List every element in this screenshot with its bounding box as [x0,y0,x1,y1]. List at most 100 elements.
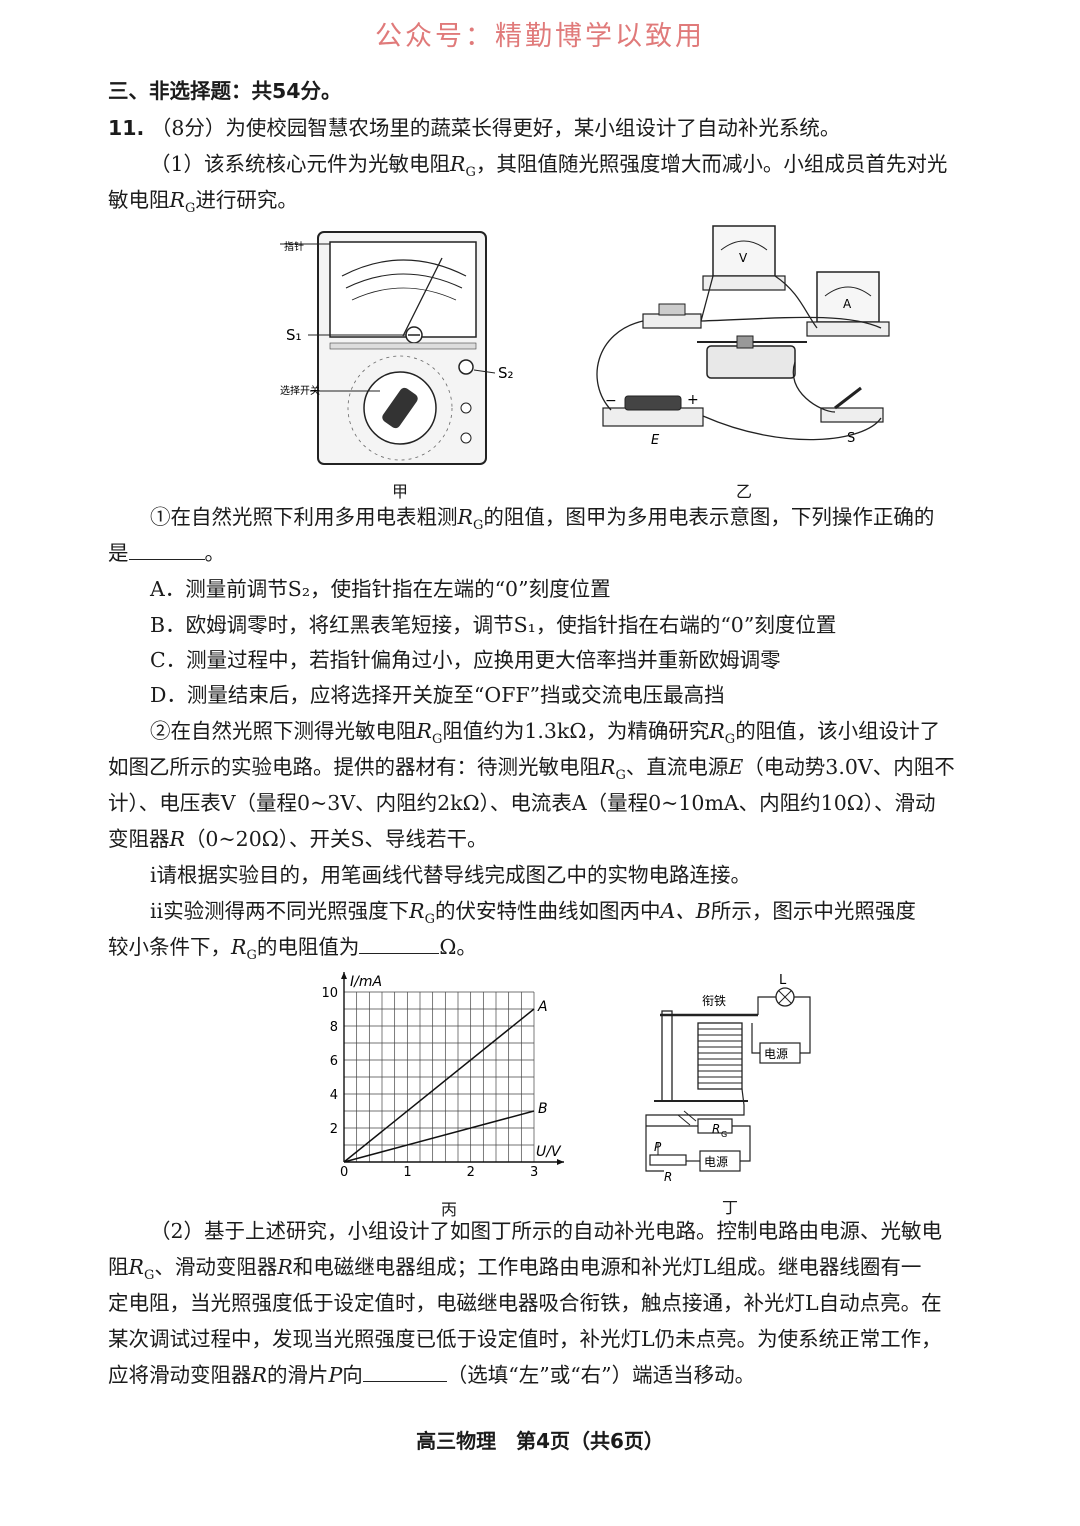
battery-letter: E [651,433,660,448]
x-tick-label: 1 [403,1165,411,1180]
y-tick-label: 10 [321,986,338,1001]
part1-line2: 敏电阻RG进行研究。 [108,187,988,222]
text-span: ，其阻值随光照强度增大而减小。小组成员首先对光 [475,152,948,176]
symbol-e: E [728,755,744,779]
part2-line1: （2）基于上述研究，小组设计了如图丁所示的自动补光电路。控制电路由电源、光敏电 [150,1219,943,1243]
fig-yi-caption: 乙 [736,482,753,501]
photoresistor-icon [642,313,702,329]
text-span: 的伏安特性曲线如图丙中 [434,899,661,923]
x-tick-label: 3 [530,1165,538,1180]
text-span: （1）该系统核心元件为光敏电阻 [150,152,451,176]
armature-label: 衔铁 [702,994,726,1008]
symbol-r: R [251,1363,267,1387]
x-tick-label: 0 [340,1165,348,1180]
subscript-g: G [465,165,476,181]
answer-blank-1[interactable] [128,541,205,560]
text-span: ⅱ实验测得两不同光照强度下 [150,899,410,923]
rheostat-icon [706,345,796,379]
part1-line1: （1）该系统核心元件为光敏电阻RG，其阻值随光照强度增大而减小。小组成员首先对光 [150,151,990,186]
text-span: 的滑片 [266,1363,329,1387]
work-power-label: 电源 [764,1047,788,1061]
circuit-yi-figure: V A − + E S [596,225,890,448]
symbol-r: R [128,1255,144,1279]
relay-coil-icon [697,1022,743,1090]
part2-line2: 阻RG、滑动变阻器R和电磁继电器组成；工作电路由电源和补光灯L组成。继电器线圈有… [108,1254,988,1289]
symbol-r: R [231,935,247,959]
switch-icon [820,407,884,423]
control-power-label: 电源 [704,1155,728,1169]
q11-intro: 11. （8分）为使校园智慧农场里的蔬菜长得更好，某小组设计了自动补光系统。 [108,115,988,141]
relay-circuit-figure: 衔铁 L 电源 R G P R 电源 [645,973,811,1184]
text-span: 进行研究。 [195,188,298,212]
text-span: （选填“左”或“右”）端适当移动。 [446,1363,756,1387]
rg-subscript: G [721,1130,727,1139]
symbol-r: R [709,719,725,743]
answer-blank-2[interactable] [359,935,440,954]
series-line-A [343,1008,535,1163]
option-b: B．欧姆调零时，将红黑表笔短接，调节S₁，使指针指在右端的“0”刻度位置 [150,613,837,637]
subscript-g: G [246,948,257,964]
fig-ding-caption: 丁 [722,1198,739,1217]
text-span: 。 [204,541,226,565]
lamp-label: L [779,973,787,988]
part2-line3: 定电阻，当光照强度低于设定值时，电磁继电器吸合衔铁，触点接通，补光灯L自动点亮。… [108,1291,942,1315]
x-axis-label: U/V [536,1144,562,1160]
q1-line2: 是。 [108,540,988,566]
subscript-g: G [615,768,626,784]
section-title: 三、非选择题：共54分。 [108,79,342,103]
answer-blank-3[interactable] [362,1363,447,1382]
voltmeter-letter: V [739,251,748,265]
text-span: 、滑动变阻器 [154,1255,278,1279]
text-span: 阻 [108,1255,129,1279]
text-span: 如图乙所示的实验电路。提供的器材有：待测光敏电阻 [108,755,600,779]
option-a: A．测量前调节S₂，使指针指在左端的“0”刻度位置 [150,577,611,601]
series-line-B [343,1110,535,1163]
y-tick-label: 6 [330,1054,338,1069]
q11-intro-text: （8分）为使校园智慧农场里的蔬菜长得更好，某小组设计了自动补光系统。 [150,116,841,140]
q2-item-ii-line1: ⅱ实验测得两不同光照强度下RG的伏安特性曲线如图丙中A、B所示，图示中光照强度 [150,898,990,933]
watermark-header: 公众号：精勤博学以致用 [375,21,705,52]
subscript-g: G [184,201,196,217]
battery-minus: − [605,393,617,409]
chart-axes: I/mAU/V [341,972,564,1165]
voltmeter-icon [712,225,776,277]
fig-jia-caption: 甲 [392,482,409,501]
chart-series: AB [343,999,548,1163]
q2-line3: 计）、电压表V（量程0~3V、内阻约2kΩ）、电流表A（量程0~10mA、内阻约… [108,791,936,815]
text-span: 变阻器 [108,827,170,851]
q2-line4: 变阻器R（0~20Ω）、开关S、导线若干。 [108,826,988,852]
text-span: 较小条件下， [108,935,231,959]
text-span: 、直流电源 [625,755,729,779]
question-number: 11. [108,116,145,140]
ammeter-icon [816,271,880,323]
symbol-r: R [457,505,473,529]
battery-plus: + [687,392,699,408]
s1-label: S₁ [286,326,302,344]
text-span: 应将滑动变阻器 [108,1363,252,1387]
multimeter-figure: 指针 S₁ 选择开关 S₂ [280,231,514,465]
symbol-r: R [169,827,185,851]
subscript-g: G [431,732,443,748]
q1-line1: ①在自然光照下利用多用电表粗测RG的阻值，图甲为多用电表示意图，下列操作正确的 [150,504,990,539]
y-tick-label: 4 [330,1088,338,1103]
text-span: 和电磁继电器组成；工作电路由电源和补光灯L组成。继电器线圈有一 [292,1255,922,1279]
y-tick-label: 2 [330,1122,338,1137]
y-axis-arrow [341,972,347,979]
symbol-ab: A、B [660,899,711,923]
text-span: 敏电阻 [108,188,170,212]
selector-label: 选择开关 [280,384,320,397]
text-span: 是 [108,541,129,565]
rheostat-r-icon [649,1154,687,1166]
r-label: R [664,1170,672,1184]
text-span: 的阻值，图甲为多用电表示意图，下列操作正确的 [483,505,935,529]
x-axis-arrow [557,1159,564,1165]
symbol-r: R [416,719,432,743]
subscript-g: G [143,1268,155,1284]
q2-line1: ②在自然光照下测得光敏电阻RG阻值约为1.3kΩ，为精确研究RG的阻值，该小组设… [150,718,990,753]
s2-knob-icon [458,359,474,375]
option-c: C．测量过程中，若指针偏角过小，应换用更大倍率挡并重新欧姆调零 [150,648,781,672]
symbol-r: R [277,1255,293,1279]
text-span: 的阻值，该小组设计了 [735,719,941,743]
